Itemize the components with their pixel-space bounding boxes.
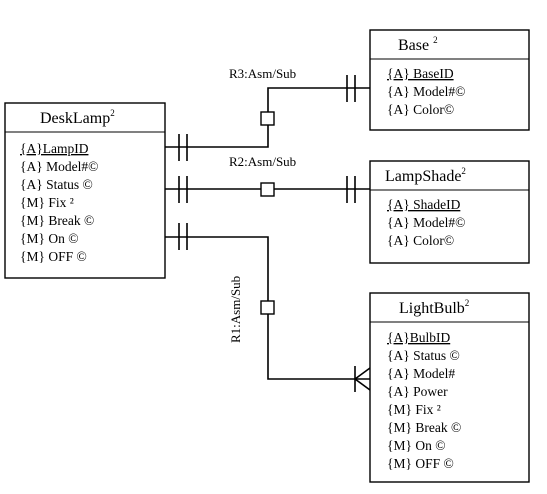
r1-label: R1:Asm/Sub <box>228 276 243 343</box>
lightbulb-title: LightBulb2 <box>399 298 469 317</box>
lightbulb-attr-status: {A} Status © <box>387 348 460 363</box>
r2-association-square[interactable] <box>260 182 275 197</box>
r1-crowfoot-lower <box>354 378 371 391</box>
r2-label: R2:Asm/Sub <box>229 154 296 169</box>
r3-label: R3:Asm/Sub <box>229 66 296 81</box>
lampshade-attr-color: {A} Color© <box>387 233 454 248</box>
r1-association-square[interactable] <box>260 300 275 315</box>
lightbulb-method-break: {M} Break © <box>387 420 461 435</box>
desklamp-attr-status: {A} Status © <box>20 177 93 192</box>
lampshade-title: LampShade2 <box>385 166 466 185</box>
desklamp-title: DeskLamp2 <box>40 108 115 127</box>
lampshade-attr-model: {A} Model#© <box>387 215 465 230</box>
lightbulb-method-off: {M} OFF © <box>387 456 454 471</box>
base-attr-baseid: {A} BaseID <box>387 66 454 81</box>
base-attr-color: {A} Color© <box>387 102 454 117</box>
lightbulb-method-fix: {M} Fix ² <box>387 402 441 417</box>
r1-crowfoot-upper <box>354 367 371 380</box>
desklamp-attr-lampid: {A}LampID <box>20 141 89 156</box>
desklamp-attributes: {A}LampID {A} Model#© {A} Status © {M} F… <box>20 141 98 264</box>
lightbulb-box <box>369 292 530 483</box>
class-lightbulb[interactable]: LightBulb2 {A}BulbID {A} Status © {A} Mo… <box>369 292 530 483</box>
lampshade-box <box>369 160 530 264</box>
lightbulb-attr-power: {A} Power <box>387 384 448 399</box>
lightbulb-method-on: {M} On © <box>387 438 445 453</box>
desklamp-method-fix: {M} Fix ² <box>20 195 74 210</box>
lightbulb-attr-bulbid: {A}BulbID <box>387 330 450 345</box>
desklamp-method-off: {M} OFF © <box>20 249 87 264</box>
base-box <box>369 29 530 131</box>
class-desklamp[interactable]: DeskLamp2 {A}LampID {A} Model#© {A} Stat… <box>4 102 166 279</box>
lampshade-attr-shadeid: {A} ShadeID <box>387 197 461 212</box>
desklamp-method-on: {M} On © <box>20 231 78 246</box>
base-attr-model: {A} Model#© <box>387 84 465 99</box>
r3-association-square[interactable] <box>260 111 275 126</box>
class-lampshade[interactable]: LampShade2 {A} ShadeID {A} Model#© {A} C… <box>369 160 530 264</box>
lightbulb-attr-model: {A} Model# <box>387 366 455 381</box>
desklamp-method-break: {M} Break © <box>20 213 94 228</box>
desklamp-attr-model: {A} Model#© <box>20 159 98 174</box>
